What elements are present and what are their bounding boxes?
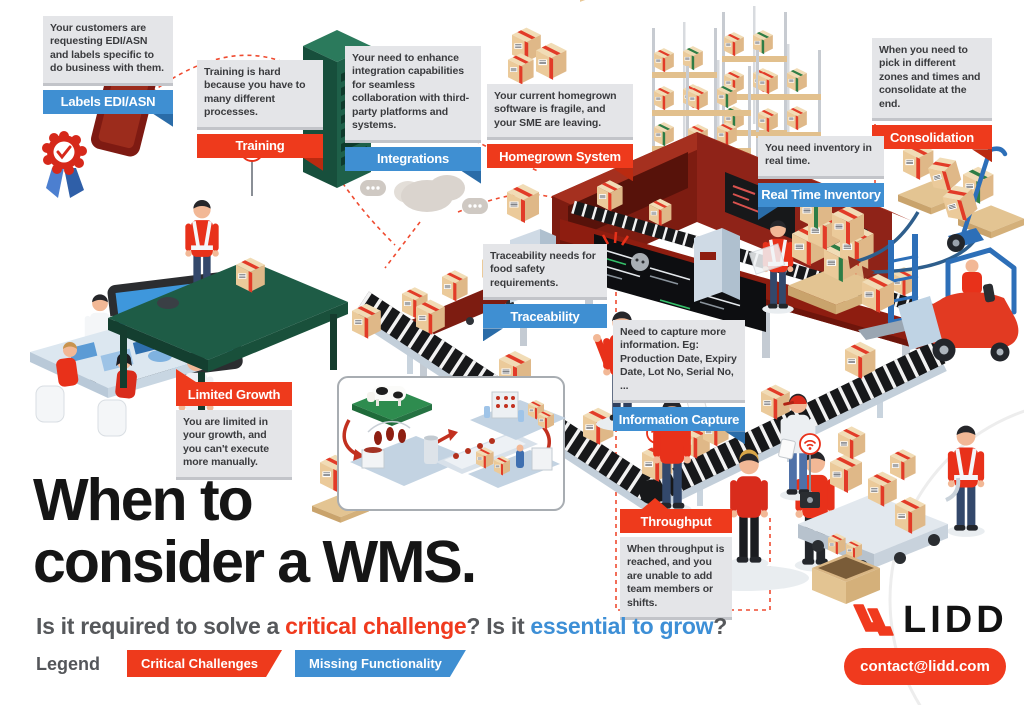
callout-text: Your customers are requesting EDI/ASN an… bbox=[43, 16, 173, 86]
background-arc bbox=[888, 409, 1024, 705]
legend-chip-missing-functionality: Missing Functionality bbox=[295, 650, 466, 677]
worker-with-frame bbox=[748, 220, 794, 314]
callout-text: Need to capture more information. Eg: Pr… bbox=[613, 320, 745, 404]
callout-integrations: Your need to enhance integration capabil… bbox=[345, 46, 481, 184]
open-crate bbox=[812, 533, 880, 604]
code-error-screen bbox=[594, 231, 766, 332]
callout-text: Training is hard because you have to man… bbox=[197, 60, 323, 130]
callout-label: Labels EDI/ASN bbox=[43, 89, 173, 127]
agv-worker bbox=[947, 425, 985, 537]
callout-label: Training bbox=[197, 133, 323, 171]
callout-text: Your current homegrown software is fragi… bbox=[487, 84, 633, 141]
scanner-portal bbox=[694, 228, 740, 302]
hand-truck bbox=[925, 146, 1008, 252]
callout-information-capture: Need to capture more information. Eg: Pr… bbox=[613, 320, 745, 445]
callout-label: Throughput bbox=[620, 498, 732, 533]
cow bbox=[367, 386, 406, 406]
lidd-chevrons-icon bbox=[853, 603, 894, 636]
callout-text: Traceability needs for food safety requi… bbox=[483, 244, 607, 301]
callout-text: When you need to pick in different zones… bbox=[872, 38, 992, 122]
packing-station bbox=[108, 138, 348, 432]
subtitle-critical-phrase: critical challenge bbox=[285, 613, 467, 639]
subtitle: Is it required to solve a critical chall… bbox=[36, 613, 727, 639]
page-title: When to consider a WMS. bbox=[33, 467, 477, 595]
title-line-2: consider a WMS. bbox=[33, 529, 477, 595]
brand-logo: LIDD bbox=[851, 599, 1008, 642]
callout-text: You are limited in your growth, and you … bbox=[176, 410, 292, 480]
callout-homegrown-system: Your current homegrown software is fragi… bbox=[487, 84, 633, 182]
worker-woman bbox=[729, 449, 769, 570]
callout-label: Real Time Inventory bbox=[758, 182, 884, 220]
brand-name: LIDD bbox=[903, 599, 1008, 641]
callout-label: Limited Growth bbox=[176, 369, 292, 406]
traceability-inset bbox=[337, 376, 566, 511]
callout-real-time-inventory: You need inventory in real time. Real Ti… bbox=[758, 136, 884, 220]
callout-text: Your need to enhance integration capabil… bbox=[345, 46, 481, 143]
award-ribbon-icon bbox=[42, 131, 87, 198]
callout-label: Integrations bbox=[345, 146, 481, 184]
callout-label: Consolidation bbox=[872, 125, 992, 163]
callout-throughput: Throughput When throughput is reached, a… bbox=[620, 498, 732, 621]
forklift bbox=[858, 234, 1019, 362]
title-line-1: When to bbox=[33, 467, 254, 533]
callout-label: Homegrown System bbox=[487, 144, 633, 182]
contact-button[interactable]: contact@lidd.com bbox=[844, 648, 1006, 685]
callout-labels-edi-asn: Your customers are requesting EDI/ASN an… bbox=[43, 16, 173, 127]
consolidation-zone bbox=[788, 142, 1024, 315]
callout-training: Training is hard because you have to man… bbox=[197, 60, 323, 171]
seated-person bbox=[56, 342, 79, 387]
callout-text: You need inventory in real time. bbox=[758, 136, 884, 179]
subtitle-essential-phrase: essential to grow bbox=[530, 613, 714, 639]
callout-limited-growth: Limited Growth You are limited in your g… bbox=[176, 369, 292, 480]
callout-consolidation: When you need to pick in different zones… bbox=[872, 38, 992, 163]
callout-label: Information Capture bbox=[613, 407, 745, 445]
cloud-sync-icon bbox=[360, 175, 488, 214]
legend-chip-critical-challenges: Critical Challenges bbox=[127, 650, 282, 677]
legend-label: Legend bbox=[36, 654, 101, 674]
callout-tail bbox=[642, 498, 668, 509]
callout-label: Traceability bbox=[483, 304, 607, 342]
worker-red-cap bbox=[778, 393, 816, 501]
callout-text: When throughput is reached, and you are … bbox=[620, 537, 732, 621]
callout-traceability: Traceability needs for food safety requi… bbox=[483, 244, 607, 342]
consolidation-arrows bbox=[848, 211, 980, 279]
